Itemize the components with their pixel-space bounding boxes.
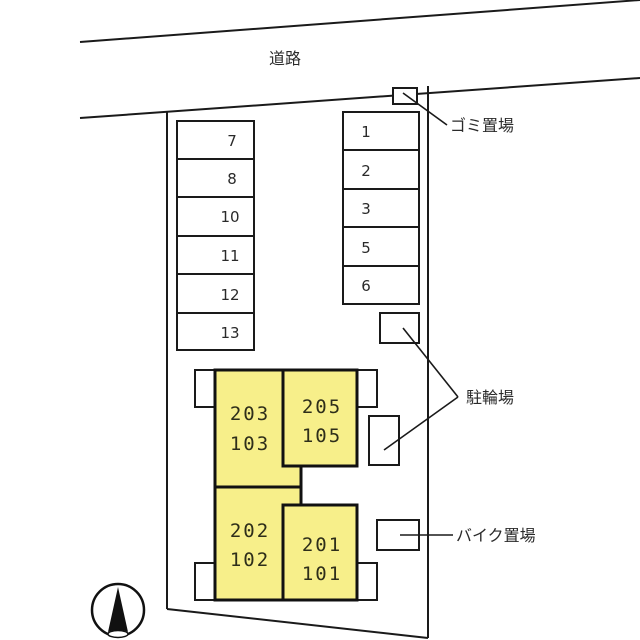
motorbike-parking: バイク置場 [376,519,536,551]
annex-bottom-left [194,562,216,601]
motorbike-label: バイク置場 [456,526,536,545]
parking-space-11 [176,235,255,275]
road-label: 道路 [269,49,301,68]
unit-205-105 [281,368,359,468]
parking-space-6 [342,265,420,305]
garbage-area: ゴミ置場 [392,87,514,135]
unit-number-upper: 201 [302,534,342,556]
garbage-label: ゴミ置場 [450,116,514,135]
north-arrow-icon [90,582,146,639]
parking-number: 13 [220,324,239,342]
unit-number-upper: 202 [230,520,270,542]
parking-space-7 [176,120,255,160]
unit-number-lower: 102 [230,549,270,571]
bicycle-label: 駐輪場 [466,388,514,407]
bicycle-leader-lower [383,396,459,451]
road-edge-bottom [79,77,640,119]
bicycle-box-lower [368,415,400,466]
parking-space-10 [176,196,255,237]
unit-number-lower: 105 [302,425,342,447]
annex-top-right [356,369,378,408]
parking-space-2 [342,149,420,190]
annex-top-left [194,369,216,408]
apartment-building: 203 103 205 105 202 102 201 101 [213,368,359,602]
parking-number: 1 [361,123,371,141]
annex-bottom-right [356,562,378,601]
bicycle-leader-upper [402,327,459,398]
unit-number-upper: 205 [302,396,342,418]
parking-number: 8 [227,170,237,188]
parking-number: 5 [361,239,371,257]
bicycle-box-upper [379,312,420,344]
parking-space-8 [176,158,255,198]
garbage-box [392,87,418,105]
parking-number: 7 [227,132,237,150]
unit-201-101 [281,503,359,602]
parking-space-3 [342,188,420,228]
lot-edge-bottom [166,608,429,639]
parking-space-12 [176,273,255,314]
parking-number: 3 [361,200,371,218]
lot-boundary [166,86,429,639]
parking-left: 7 8 10 11 12 13 [176,120,255,351]
parking-space-1 [342,111,420,151]
building-annexes [194,369,378,601]
unit-number-lower: 101 [302,563,342,585]
road-edge-top [79,0,640,43]
parking-number: 12 [220,286,239,304]
parking-number: 2 [361,162,371,180]
parking-right: 1 2 3 5 6 [342,111,420,305]
parking-space-13 [176,312,255,351]
garbage-leader-line [402,92,448,126]
bicycle-parking: 駐輪場 [368,312,514,466]
parking-number: 10 [220,208,239,226]
unit-number-lower: 103 [230,433,270,455]
road: 道路 [79,0,640,119]
parking-space-5 [342,226,420,267]
unit-number-upper: 203 [230,403,270,425]
parking-number: 11 [220,247,239,265]
parking-number: 6 [361,277,371,295]
